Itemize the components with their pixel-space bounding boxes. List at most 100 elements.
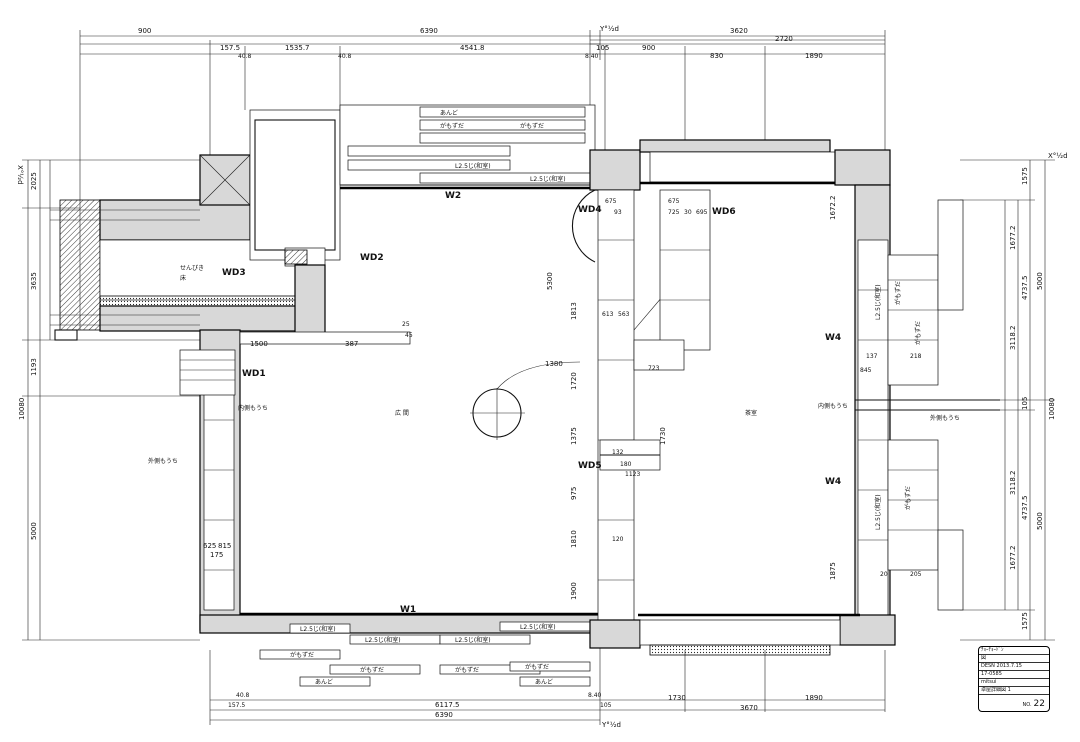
right-dim-1677b: 1677.2 (1009, 546, 1017, 571)
dim-1375: 1375 (570, 427, 578, 445)
label-wd3: WD3 (222, 268, 246, 278)
beam-bot-h: がもずだ (525, 663, 549, 671)
beam-bot-d: L2.5じ(和室) (455, 636, 491, 644)
label-w4-lower: W4 (825, 477, 841, 487)
left-dimension-lines (22, 159, 200, 641)
label-outer-right: 外側もうち (930, 414, 960, 422)
top-dim-900b: 900 (642, 44, 655, 52)
top-axis-label: Y°½d (599, 25, 619, 33)
dim-1875: 1875 (829, 562, 837, 580)
beam-right-a: がもずだ (894, 281, 902, 305)
upper-center-block (199, 104, 596, 341)
label-wd6: WD6 (712, 207, 736, 217)
beam-top-c: がもずだ (520, 122, 544, 130)
sheet-number-value: 22 (1033, 699, 1045, 709)
beam-right-c: L2.5じ(和室) (874, 284, 882, 320)
beam-bot-g: がもずだ (455, 666, 479, 674)
dim-5300: 5300 (546, 272, 554, 290)
right-dim-overall: 10080 (1048, 398, 1056, 420)
bottom-dim-3670: 3670 (740, 704, 758, 712)
dim-218: 218 (910, 353, 922, 360)
label-w2: W2 (445, 191, 461, 201)
label-inner-left: 内側もうち (238, 404, 268, 412)
beam-right-b: がもずだ (914, 321, 922, 345)
dim-1730-inner: 1730 (659, 427, 667, 445)
right-room (638, 139, 1000, 656)
label-wd2: WD2 (360, 253, 384, 263)
right-dim-3118b: 3118.2 (1009, 471, 1017, 496)
top-beam-strips (347, 106, 591, 184)
beam-top-a: あんど (440, 109, 458, 117)
dim-695: 695 (696, 209, 708, 216)
bottom-dim-sub: 6117.5 (435, 701, 460, 709)
dim-175: 175 (210, 551, 223, 559)
title-block-line1: ﾁｮｰﾁｮｰﾄﾞﾝ (979, 647, 1049, 655)
top-dim-1890: 1890 (805, 52, 823, 60)
label-w1: W1 (400, 605, 416, 615)
dim-1672: 1672.2 (829, 196, 837, 221)
dim-1813: 1813 (570, 302, 578, 320)
label-w4-upper: W4 (825, 333, 841, 343)
bottom-dim-overall: 6390 (435, 711, 453, 719)
dim-45: 45 (405, 332, 413, 339)
left-wing (50, 199, 301, 341)
label-wd4: WD4 (578, 205, 602, 215)
right-dim-1575b: 1575 (1021, 612, 1029, 630)
right-dim-4737a: 4737.5 (1021, 276, 1029, 301)
dim-725: 725 (668, 209, 680, 216)
bottom-axis-label: Y°½d (601, 721, 621, 729)
dim-20: 20 (880, 571, 888, 578)
beam-bot-i: あんど (315, 678, 333, 686)
dim-132: 132 (612, 449, 624, 456)
dim-1720: 1720 (570, 372, 578, 390)
top-dim-40b: 40.8 (338, 53, 352, 60)
main-left-room (179, 186, 601, 634)
left-dim-3635: 3635 (30, 272, 38, 290)
dim-723: 723 (648, 365, 660, 372)
dim-815: 815 (218, 542, 231, 550)
bottom-dim-105: 105 (600, 702, 612, 709)
label-wd3-small: 床 (180, 274, 186, 282)
sheet-number-prefix: NO. (1022, 702, 1032, 708)
title-block-line5: mitsui (979, 679, 1049, 687)
left-dim-1193: 1193 (30, 358, 38, 376)
dim-563: 563 (618, 311, 630, 318)
bottom-dim-840: 8.40 (588, 692, 602, 699)
dim-1810: 1810 (570, 530, 578, 548)
label-outer-left: 外側もうち (148, 457, 178, 465)
label-right-room: 茶室 (745, 409, 757, 417)
top-dim-overall: 6390 (420, 27, 438, 35)
top-dim-right-overall: 3620 (730, 27, 748, 35)
right-dimension-lines (960, 159, 1055, 641)
beam-bot-b: L2.5じ(和室) (520, 623, 556, 631)
top-dim-840: 8.40 (585, 53, 599, 60)
dim-25: 25 (402, 321, 410, 328)
dim-120: 120 (612, 536, 624, 543)
beam-right-e: がもずだ (904, 486, 912, 510)
label-left-room: 広 間 (395, 409, 409, 417)
center-partition (571, 149, 711, 649)
beam-bot-c: L2.5じ(和室) (365, 636, 401, 644)
beam-right-d: L2.5じ(和室) (874, 494, 882, 530)
dim-1380: 1380 (545, 360, 563, 368)
top-dim-900: 900 (138, 27, 151, 35)
right-dim-3118a: 3118.2 (1009, 326, 1017, 351)
dim-205: 205 (910, 571, 922, 578)
bottom-dim-40: 40.8 (236, 692, 250, 699)
right-dim-1677a: 1677.2 (1009, 226, 1017, 251)
dim-1123: 1123 (625, 471, 640, 478)
dim-975: 975 (570, 487, 578, 500)
top-dim-1535: 1535.7 (285, 44, 310, 52)
right-dim-1575a: 1575 (1021, 167, 1029, 185)
dim-93: 93 (614, 209, 622, 216)
label-inner-right: 内側もうち (818, 402, 848, 410)
right-dim-5000b: 5000 (1036, 512, 1044, 530)
title-block-line3: DESN 2013.7.15 (979, 663, 1049, 671)
right-axis-label: X°½d (1048, 152, 1068, 160)
dim-1500: 1500 (250, 340, 268, 348)
right-dim-5000a: 5000 (1036, 272, 1044, 290)
dim-845: 845 (860, 367, 872, 374)
label-wd1: WD1 (242, 369, 266, 379)
title-block: ﾁｮｰﾁｮｰﾄﾞﾝ 図 DESN 2013.7.15 17-0585 mitsu… (978, 646, 1050, 712)
dim-625: 625 (203, 542, 216, 550)
